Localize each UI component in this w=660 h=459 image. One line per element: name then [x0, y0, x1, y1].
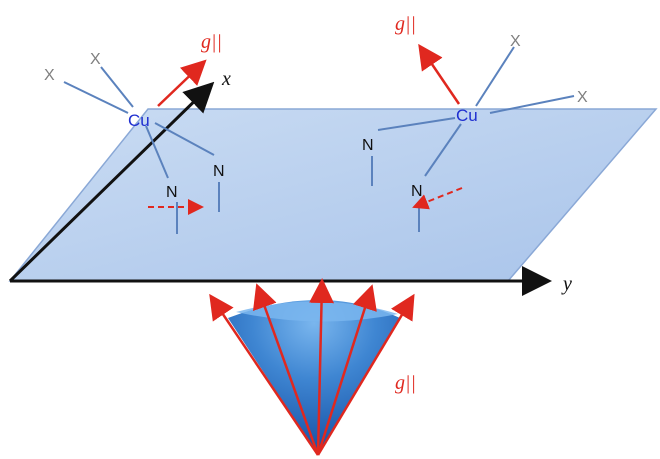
- left-x-bond-2: [100, 66, 134, 108]
- x-axis-label: x: [221, 68, 231, 90]
- left-x-bond-1: [63, 81, 129, 114]
- right-x-bond-1: [475, 46, 515, 107]
- basal-plane: [8, 108, 658, 282]
- right-g-arrow: [418, 43, 461, 105]
- cone-arrow-1: [209, 293, 320, 456]
- right-n-bond-2: [424, 123, 462, 177]
- right-n-label-2: N: [411, 183, 423, 200]
- right-cu-complex: X X N N Cu g||: [362, 13, 588, 232]
- left-cu-complex: X X N N Cu g||: [44, 31, 225, 234]
- cone-arrow-2: [252, 283, 320, 456]
- cone-arrow-4: [316, 284, 377, 456]
- left-g-arrow: [157, 59, 207, 107]
- cone-g-label: g||: [395, 372, 416, 394]
- left-n-bond-1: [145, 125, 169, 179]
- right-x-label-2: X: [577, 89, 588, 106]
- left-n-bond-2: [154, 122, 215, 156]
- y-axis-label: y: [561, 273, 572, 295]
- g-cone: g||: [209, 278, 416, 456]
- left-cu-label: Cu: [128, 111, 150, 130]
- right-dashed-arrow: [412, 187, 463, 210]
- right-x-label-1: X: [510, 33, 521, 50]
- left-g-label: g||: [201, 31, 222, 53]
- cone-body: [228, 300, 400, 455]
- right-cu-label: Cu: [456, 106, 478, 125]
- cone-arrow-3: [309, 278, 335, 456]
- right-n-bond-1: [377, 117, 456, 131]
- left-n-label-1: N: [166, 184, 178, 201]
- left-x-label-2: X: [90, 51, 101, 68]
- x-axis: [8, 81, 215, 283]
- left-n-label-2: N: [213, 163, 225, 180]
- right-g-label: g||: [395, 13, 416, 35]
- right-n-label-1: N: [362, 137, 374, 154]
- cone-arrow-5: [316, 293, 415, 456]
- right-x-bond-2: [489, 95, 575, 114]
- left-x-label-1: X: [44, 67, 55, 84]
